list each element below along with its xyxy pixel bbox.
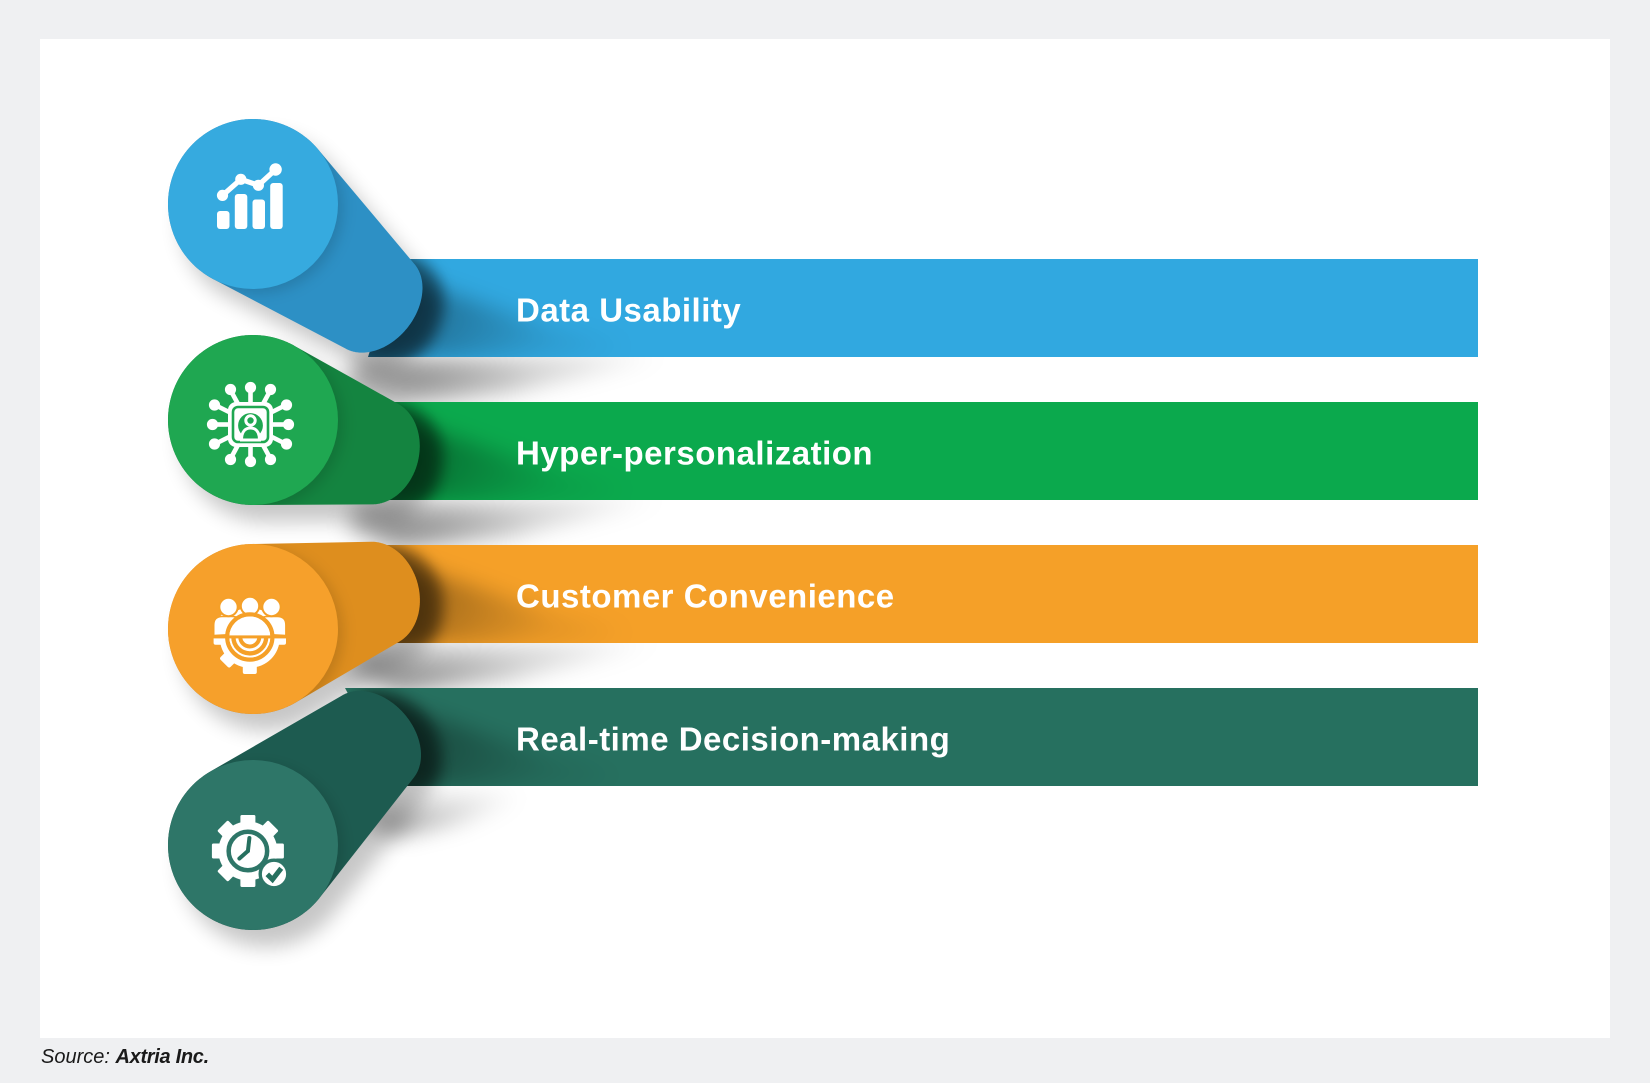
svg-text:Source: Axtria Inc.: Source: Axtria Inc. [41, 1046, 209, 1068]
svg-text:Data Usability: Data Usability [516, 292, 741, 329]
svg-text:Customer Convenience: Customer Convenience [516, 578, 895, 615]
svg-text:Hyper-personalization: Hyper-personalization [516, 435, 873, 472]
svg-text:Real-time Decision-making: Real-time Decision-making [516, 721, 950, 758]
